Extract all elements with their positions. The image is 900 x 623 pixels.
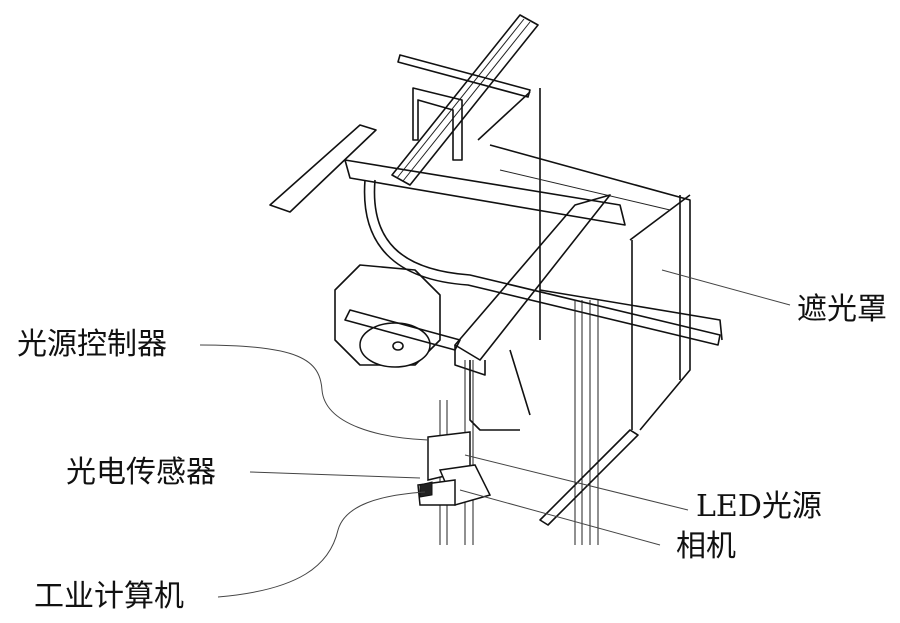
leader-led <box>464 454 689 511</box>
leader-light-shield <box>661 269 791 306</box>
label-led-light-source: LED光源 <box>696 489 822 524</box>
drum-unit <box>334 264 461 368</box>
leader-light-controller <box>199 344 429 441</box>
label-photoelectric-sensor: 光电传感器 <box>66 455 216 490</box>
light-shield-box <box>477 88 691 431</box>
bottom-rail <box>539 429 639 526</box>
left-bracket <box>269 124 377 213</box>
curved-rail <box>363 179 721 346</box>
label-camera: 相机 <box>676 529 736 564</box>
mounting-plate <box>412 87 463 161</box>
leader-industrial-computer <box>217 491 426 598</box>
leader-photoelectric-sensor <box>249 471 421 479</box>
label-light-controller: 光源控制器 <box>17 327 167 362</box>
top-rail <box>391 14 539 186</box>
hanging-bracket <box>469 349 531 431</box>
label-industrial-computer: 工业计算机 <box>34 579 184 614</box>
camera-led-assembly <box>417 431 492 506</box>
leader-camera <box>459 489 661 546</box>
top-crossbar <box>397 54 531 98</box>
label-light-shield: 遮光罩 <box>797 292 887 327</box>
